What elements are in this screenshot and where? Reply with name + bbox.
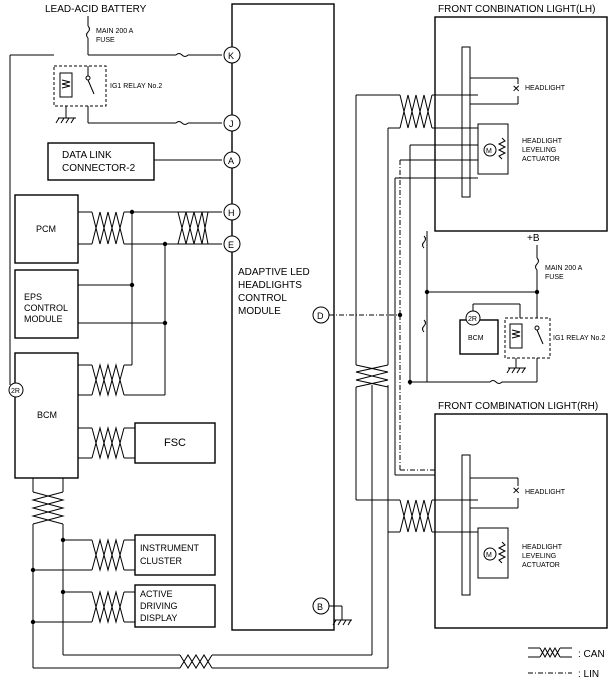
front-rh-label: FRONT COMBINATION LIGHT(RH) [438,401,598,412]
lh-leveling-label-1: HEADLIGHT [522,138,563,145]
ground-icon [55,117,76,124]
lh-headlight-lamp-icon: ✕ [512,84,520,95]
svg-text:J: J [229,119,234,129]
ground-icon-b [332,619,352,626]
fsc-box [134,422,216,464]
right-fuse-label-1: MAIN 200 A [545,265,583,272]
bcm-label: BCM [37,410,57,420]
front-lh-label: FRONT CONBINATION LIGHT(LH) [438,4,595,15]
legend-can-label: : CAN [578,649,605,660]
right-relay-switch-icon [536,329,544,345]
main-fuse-icon [86,25,90,39]
right-ig1-relay-box [504,317,551,359]
main-fuse-label-2: FUSE [96,37,115,44]
pin-h: H [223,203,241,221]
active-driving-display-box [134,584,216,628]
rh-leveling-label-1: HEADLIGHT [522,544,563,551]
right-fuse-label-2: FUSE [545,274,564,281]
right-main-fuse-icon [535,257,539,271]
module-label-4: MODULE [238,306,281,317]
legend-lin-label: : LIN [578,669,599,680]
svg-text:E: E [228,240,234,250]
bcm-2r-label: 2R [11,388,20,395]
module-label-1: ADAPTIVE LED [238,267,310,278]
relay-coil-icon [59,72,73,98]
front-combination-light-lh-box [434,16,608,232]
pin-e: E [223,235,241,253]
bcm-small-label: BCM [468,335,484,342]
svg-text:B: B [317,602,323,612]
front-combination-light-rh-box [434,413,608,629]
relay-switch-icon [87,79,95,95]
rh-headlight-label: HEADLIGHT [525,489,566,496]
data-link-connector-box [47,142,155,181]
plus-b-label: +B [527,233,540,244]
eps-control-module-box [14,269,79,339]
bcm-box [14,352,79,479]
dlc-label-2: CONNECTOR-2 [62,163,136,174]
eps-label-3: MODULE [24,314,63,324]
pin-j: J [223,114,241,132]
bcm-small-2r-label: 2R [468,316,477,323]
lh-leveling-label-3: ACTUATOR [522,156,560,163]
lh-leveling-label-2: LEVELING [522,147,556,154]
lh-headlight-label: HEADLIGHT [525,85,566,92]
add-label-2: DRIVING [140,601,178,611]
add-label-3: DISPLAY [140,613,177,623]
pin-d: D [312,306,330,324]
ic-label-2: CLUSTER [140,556,183,566]
add-label-1: ACTIVE [140,589,173,599]
rh-leveling-label-3: ACTUATOR [522,562,560,569]
ig1-relay-label: IG1 RELAY No.2 [110,83,162,90]
module-label-2: HEADLIGHTS [238,280,302,291]
pcm-label: PCM [36,224,56,234]
pin-a: A [223,151,241,169]
module-label-3: CONTROL [238,293,287,304]
svg-text:H: H [228,208,235,218]
lh-inner-panel [461,46,471,198]
eps-label-2: CONTROL [24,303,68,313]
rh-motor-icon: M [486,552,492,559]
ig1-relay-box [53,65,107,107]
rh-headlight-lamp-icon: ✕ [512,486,520,497]
svg-text:A: A [228,156,234,166]
fsc-label: FSC [164,437,186,449]
svg-text:K: K [228,51,234,61]
adaptive-led-module-box [231,3,335,631]
can-pcm [78,211,222,245]
small-fuse-icon [175,53,189,57]
pin-b: B [312,597,330,615]
pcm-box [14,194,79,264]
dlc-label-1: DATA LINK [62,150,112,161]
svg-text:D: D [317,311,324,321]
rh-actuator-box [477,527,509,579]
battery-label: LEAD-ACID BATTERY [45,4,147,15]
instrument-cluster-box [134,534,216,576]
right-ig1-relay-label: IG1 RELAY No.2 [553,335,605,342]
pin-k: K [223,46,241,64]
lh-motor-icon: M [486,148,492,155]
lh-actuator-box [477,123,509,175]
rh-inner-panel [461,454,471,596]
rh-leveling-label-2: LEVELING [522,553,556,560]
eps-label-1: EPS [24,292,42,302]
main-fuse-label-1: MAIN 200 A [96,28,134,35]
bcm-2r-connector [8,382,24,398]
right-ground-icon [506,367,526,374]
ic-label-1: INSTRUMENT [140,543,199,553]
legend-lin: : LIN [528,669,599,680]
legend-can: : CAN [528,646,605,660]
